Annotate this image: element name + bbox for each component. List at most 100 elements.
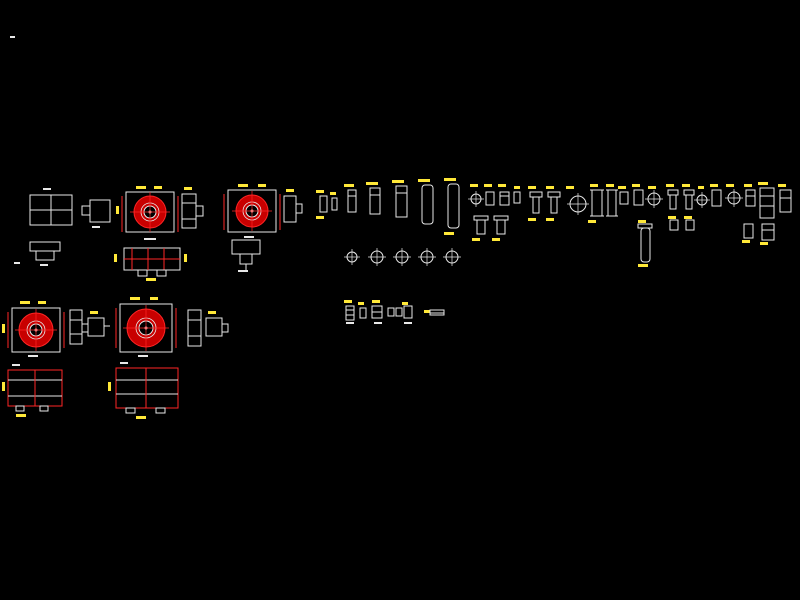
section-stub	[137, 269, 148, 277]
dim-text	[402, 302, 408, 305]
dim-text	[136, 416, 146, 419]
flange-assembly-4-bore	[123, 305, 169, 351]
dim-text	[668, 216, 676, 219]
bracket-view	[29, 241, 61, 252]
fastener-end-view	[645, 190, 663, 208]
bolt-shank	[476, 219, 486, 235]
pin-view	[447, 183, 460, 229]
fastener-view	[513, 191, 521, 204]
fastener-end-view	[725, 189, 743, 207]
fastener-end-view	[567, 193, 589, 215]
dim-text	[484, 184, 492, 187]
dim-text	[90, 311, 98, 314]
fastener-view	[711, 189, 722, 207]
tiny-label	[43, 188, 51, 190]
fastener-view	[633, 189, 644, 206]
dim-text	[418, 179, 430, 182]
tiny-label	[374, 322, 382, 324]
flange-assembly-1-bore	[130, 192, 170, 232]
dim-text	[758, 182, 768, 185]
flange-assembly-4-outline	[119, 303, 173, 353]
small-part-view	[359, 307, 367, 319]
dim-text	[330, 192, 336, 195]
dim-text	[546, 218, 554, 221]
dim-text	[114, 254, 117, 262]
dim-text	[638, 220, 646, 223]
tiny-label	[12, 364, 20, 366]
dim-text	[444, 232, 454, 235]
long-pin-shank	[640, 227, 651, 263]
section-stub	[15, 405, 25, 412]
dim-text	[744, 184, 752, 187]
tiny-label	[404, 322, 412, 324]
pin-view	[369, 187, 381, 215]
dim-text	[492, 238, 500, 241]
tiny-label	[28, 355, 38, 357]
dim-text	[38, 301, 46, 304]
dim-text	[392, 180, 404, 183]
bolt-head	[493, 215, 509, 221]
dim-text	[150, 297, 158, 300]
bolt-head	[529, 191, 543, 198]
dim-text	[514, 186, 520, 189]
cylinder-view	[759, 187, 775, 219]
small-part-view	[387, 307, 395, 317]
bolt-head	[547, 191, 561, 198]
dim-text	[546, 186, 554, 189]
dim-text	[358, 302, 364, 305]
side-view-stub	[295, 203, 303, 214]
bolt-shank	[532, 196, 540, 214]
dim-text	[238, 184, 248, 187]
dim-text	[742, 240, 750, 243]
flange-assembly-2-bore	[232, 191, 272, 231]
dim-text	[146, 278, 156, 281]
fastener-end-view	[694, 192, 710, 208]
dim-text	[648, 186, 656, 189]
small-part-view	[403, 305, 413, 319]
tiny-label	[40, 264, 48, 266]
dim-text	[184, 187, 192, 190]
nut-view	[669, 219, 679, 231]
washer-view	[368, 248, 386, 266]
fastener-view	[745, 189, 756, 207]
flange-assembly-2-outline	[227, 189, 277, 233]
side-view	[69, 309, 83, 345]
dim-text	[154, 186, 162, 189]
flange-assembly-3-bore	[15, 309, 57, 351]
tiny-label	[120, 362, 128, 364]
section-stub	[125, 407, 136, 414]
bolt-shank	[550, 196, 558, 214]
dim-text	[632, 184, 640, 187]
pin-view	[395, 185, 408, 218]
dim-text	[698, 186, 704, 189]
dim-text	[588, 220, 596, 223]
dim-text	[682, 184, 690, 187]
bracket-view	[35, 250, 55, 261]
dim-text	[606, 184, 614, 187]
bracket-view	[239, 253, 253, 265]
long-pin-head	[637, 223, 653, 229]
dim-text	[638, 264, 648, 267]
tiny-label	[244, 236, 254, 238]
stud-view	[590, 189, 604, 217]
dim-text	[726, 184, 734, 187]
dim-text	[16, 414, 26, 417]
fastener-end-view	[468, 191, 484, 207]
section-view-3-outline	[115, 367, 179, 409]
stud-view	[606, 189, 618, 217]
washer-view	[344, 249, 360, 265]
fastener-view	[743, 223, 754, 239]
bolt-shank	[669, 194, 677, 210]
side-view-stub	[81, 205, 91, 216]
side-view-stub	[195, 205, 204, 217]
dim-text	[666, 184, 674, 187]
small-part-view	[345, 305, 355, 321]
tiny-label	[138, 355, 148, 357]
pin-view	[347, 189, 357, 213]
cylinder-view	[779, 189, 792, 213]
tiny-label	[14, 262, 20, 264]
dim-text	[316, 190, 324, 193]
dim-text	[778, 184, 786, 187]
